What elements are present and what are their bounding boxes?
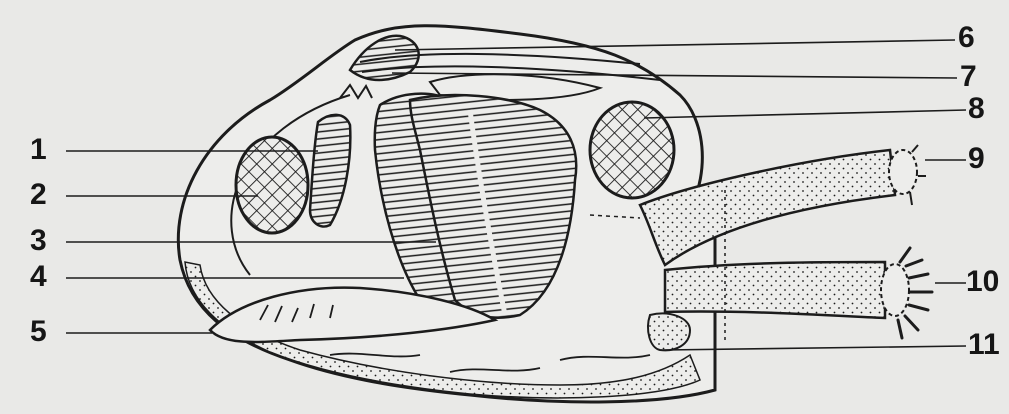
label-1: 1	[30, 135, 47, 165]
label-5: 5	[30, 317, 47, 347]
label-3: 3	[30, 226, 47, 256]
label-10: 10	[966, 267, 999, 297]
label-8: 8	[968, 94, 985, 124]
label-6: 6	[958, 23, 975, 53]
label-11: 11	[968, 330, 1000, 360]
label-4: 4	[30, 262, 47, 292]
label-2: 2	[30, 180, 47, 210]
label-7: 7	[960, 62, 977, 92]
siphon-notch	[648, 313, 690, 350]
label-9: 9	[968, 144, 985, 174]
posterior-adductor-muscle	[590, 102, 674, 198]
inhalant-siphon	[665, 262, 885, 318]
